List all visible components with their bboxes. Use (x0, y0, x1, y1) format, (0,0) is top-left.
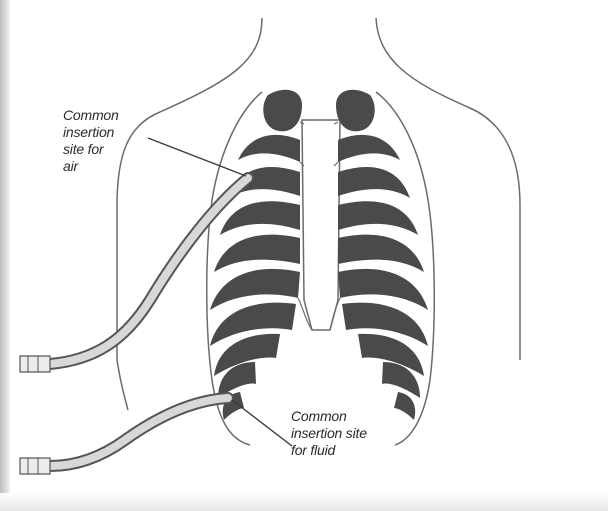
label-fluid-line-3: for fluid (291, 442, 401, 459)
fluid-tube-connector (20, 458, 50, 474)
right-ribs (338, 135, 428, 420)
rib-left-apex (263, 90, 302, 131)
image-bottom-border (0, 493, 608, 511)
label-air-insertion-site: Common insertion site for air (63, 107, 173, 175)
left-rib-1 (238, 135, 300, 162)
label-air-line-1: Common (63, 107, 173, 124)
torso-side-left (117, 360, 128, 410)
left-rib-4 (214, 235, 300, 272)
label-fluid-insertion-site: Common insertion site for fluid (291, 408, 401, 459)
sternum (302, 120, 340, 330)
left-rib-3 (220, 201, 300, 235)
label-fluid-line-2: insertion site (291, 425, 401, 442)
label-fluid-line-1: Common (291, 408, 401, 425)
right-rib-1 (338, 135, 400, 162)
label-air-line-4: air (63, 158, 173, 175)
rib-right-apex (336, 90, 375, 131)
left-ribs (210, 135, 300, 420)
air-tube-connector (20, 356, 50, 372)
label-air-line-2: insertion (63, 124, 173, 141)
right-rib-3 (338, 201, 418, 235)
right-rib-2 (338, 167, 410, 198)
right-rib-4 (338, 235, 424, 272)
leader-line-fluid (232, 400, 292, 446)
label-air-line-3: site for (63, 141, 173, 158)
